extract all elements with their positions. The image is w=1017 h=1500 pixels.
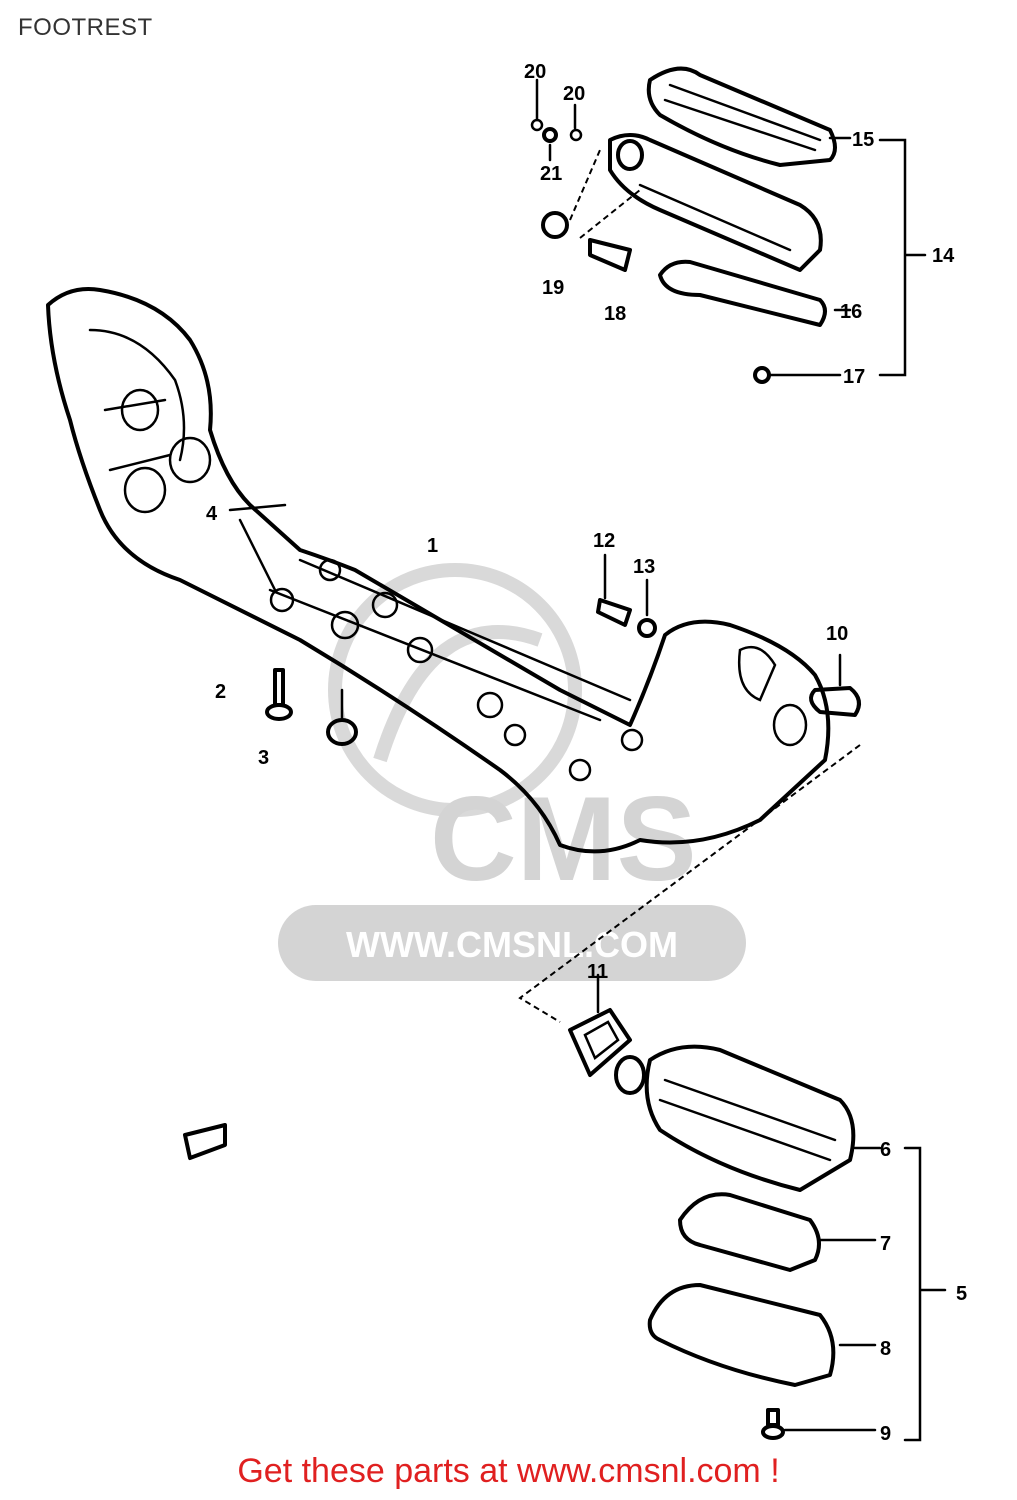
label-7: 7 xyxy=(880,1233,891,1255)
label-14: 14 xyxy=(932,245,955,267)
watermark-pill xyxy=(278,905,746,981)
watermark-logo: CMS xyxy=(328,563,697,906)
label-5: 5 xyxy=(956,1283,967,1305)
label-6: 6 xyxy=(880,1139,891,1161)
watermark-logo-text: CMS xyxy=(430,772,697,906)
label-13: 13 xyxy=(633,556,655,578)
collar-10 xyxy=(809,653,861,717)
label-18: 18 xyxy=(604,303,626,325)
label-19: 19 xyxy=(542,277,564,299)
label-20-b: 20 xyxy=(563,83,585,105)
label-2: 2 xyxy=(215,681,226,703)
footrest-bracket xyxy=(46,287,831,854)
direction-mark xyxy=(183,1123,227,1160)
nut-3 xyxy=(326,688,358,746)
label-20-a: 20 xyxy=(524,61,546,83)
label-4: 4 xyxy=(206,503,218,525)
label-8: 8 xyxy=(880,1338,891,1360)
footer-link[interactable]: Get these parts at www.cmsnl.com ! xyxy=(237,1452,780,1490)
label-11: 11 xyxy=(587,961,608,983)
bolt-2 xyxy=(265,668,293,721)
label-12: 12 xyxy=(593,530,615,552)
watermark-text: WWW.CMSNL.COM xyxy=(346,924,678,965)
footpeg-assembly-front xyxy=(568,973,947,1442)
bolt-12 xyxy=(596,553,632,627)
label-3: 3 xyxy=(258,747,269,769)
label-17: 17 xyxy=(843,366,865,388)
washer-13 xyxy=(637,578,657,638)
label-15: 15 xyxy=(852,129,874,151)
label-21: 21 xyxy=(540,163,562,185)
label-9: 9 xyxy=(880,1423,891,1445)
label-10: 10 xyxy=(826,623,848,645)
footpeg-assembly-rear xyxy=(530,66,927,384)
spring-pin-4 xyxy=(228,503,287,592)
assembly-link-line xyxy=(518,744,861,1023)
page-title: FOOTREST xyxy=(18,14,153,41)
label-16: 16 xyxy=(840,301,862,323)
label-1: 1 xyxy=(427,535,438,557)
